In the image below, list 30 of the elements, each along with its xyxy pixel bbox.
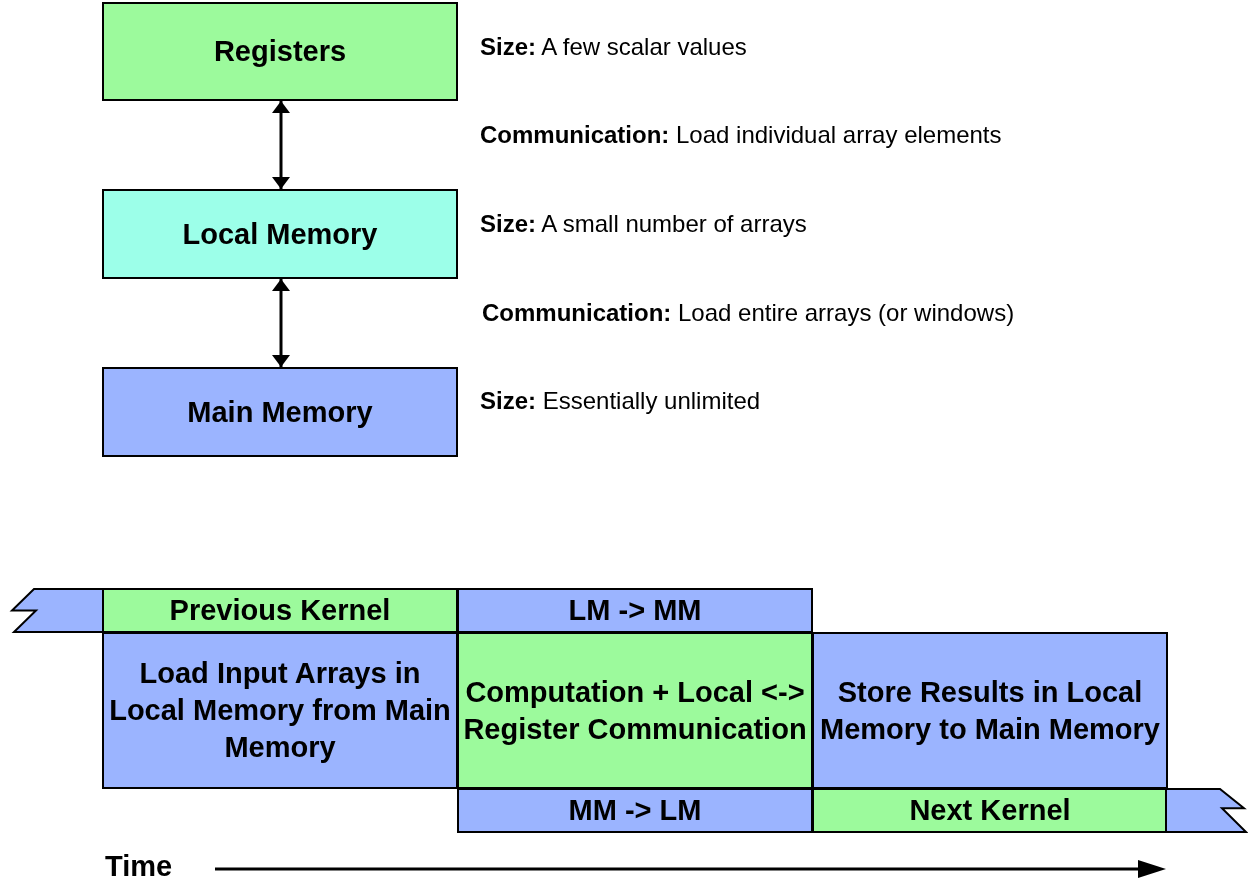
phase-block (812, 788, 1168, 833)
double-arrow (275, 279, 287, 367)
phase-block (102, 588, 458, 633)
memory-level-box (102, 367, 458, 457)
phase-block (457, 588, 813, 633)
communication-note: Communication: Load individual array elements (480, 120, 1003, 150)
phase-block (812, 632, 1168, 789)
box-label: Next Kernel (909, 793, 1071, 828)
box-label: Registers (213, 34, 347, 69)
box-label: Local Memory (182, 216, 378, 252)
communication-note: Communication: Load entire arrays (or windows) (482, 298, 1016, 328)
torn-bar (1166, 788, 1248, 833)
size-note: Size: Essentially unlimited (480, 386, 761, 416)
box-label: Main Memory (187, 394, 373, 430)
box-label: Computation + Local <-> Register Communication (462, 674, 808, 747)
box-label: Store Results in Local Memory to Main Memory (819, 674, 1161, 747)
phase-block (457, 788, 813, 833)
box-label: MM -> LM (568, 793, 702, 828)
double-arrow (275, 101, 287, 189)
size-note: Size: A small number of arrays (480, 209, 807, 239)
time-label: Time (105, 851, 174, 881)
memory-level-box (102, 189, 458, 279)
memory-level-box (102, 2, 458, 101)
box-label: LM -> MM (568, 593, 702, 628)
phase-block (102, 632, 458, 789)
phase-block (457, 632, 813, 789)
torn-bar (10, 588, 104, 633)
size-note: Size: A few scalar values (480, 32, 747, 62)
box-label: Previous Kernel (169, 593, 391, 628)
box-label: Load Input Arrays in Local Memory from Main Memory (108, 656, 452, 765)
